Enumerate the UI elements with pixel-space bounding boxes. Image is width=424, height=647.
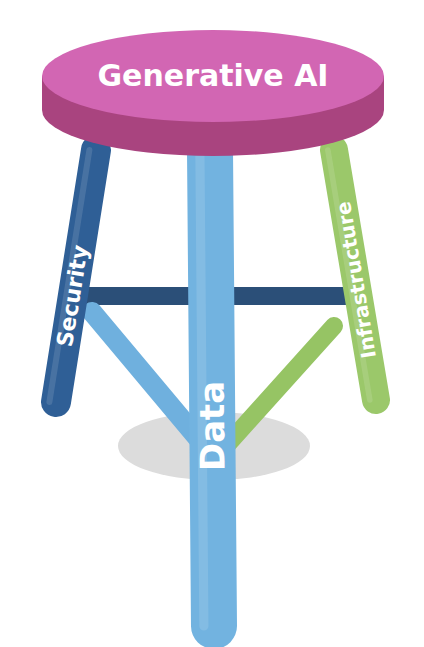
right-rung xyxy=(226,326,334,446)
leg-label: Data xyxy=(195,381,230,472)
seat-surface xyxy=(42,30,384,122)
leg-bar: Infrastructure xyxy=(318,134,392,416)
leg-bar: Security xyxy=(39,133,113,419)
leg-bar: Data xyxy=(185,125,239,647)
leg-label: Infrastructure xyxy=(333,200,379,360)
seat-label: Generative AI xyxy=(97,61,328,91)
shape-outline xyxy=(40,24,386,164)
seat-top: Generative AI xyxy=(40,24,386,164)
